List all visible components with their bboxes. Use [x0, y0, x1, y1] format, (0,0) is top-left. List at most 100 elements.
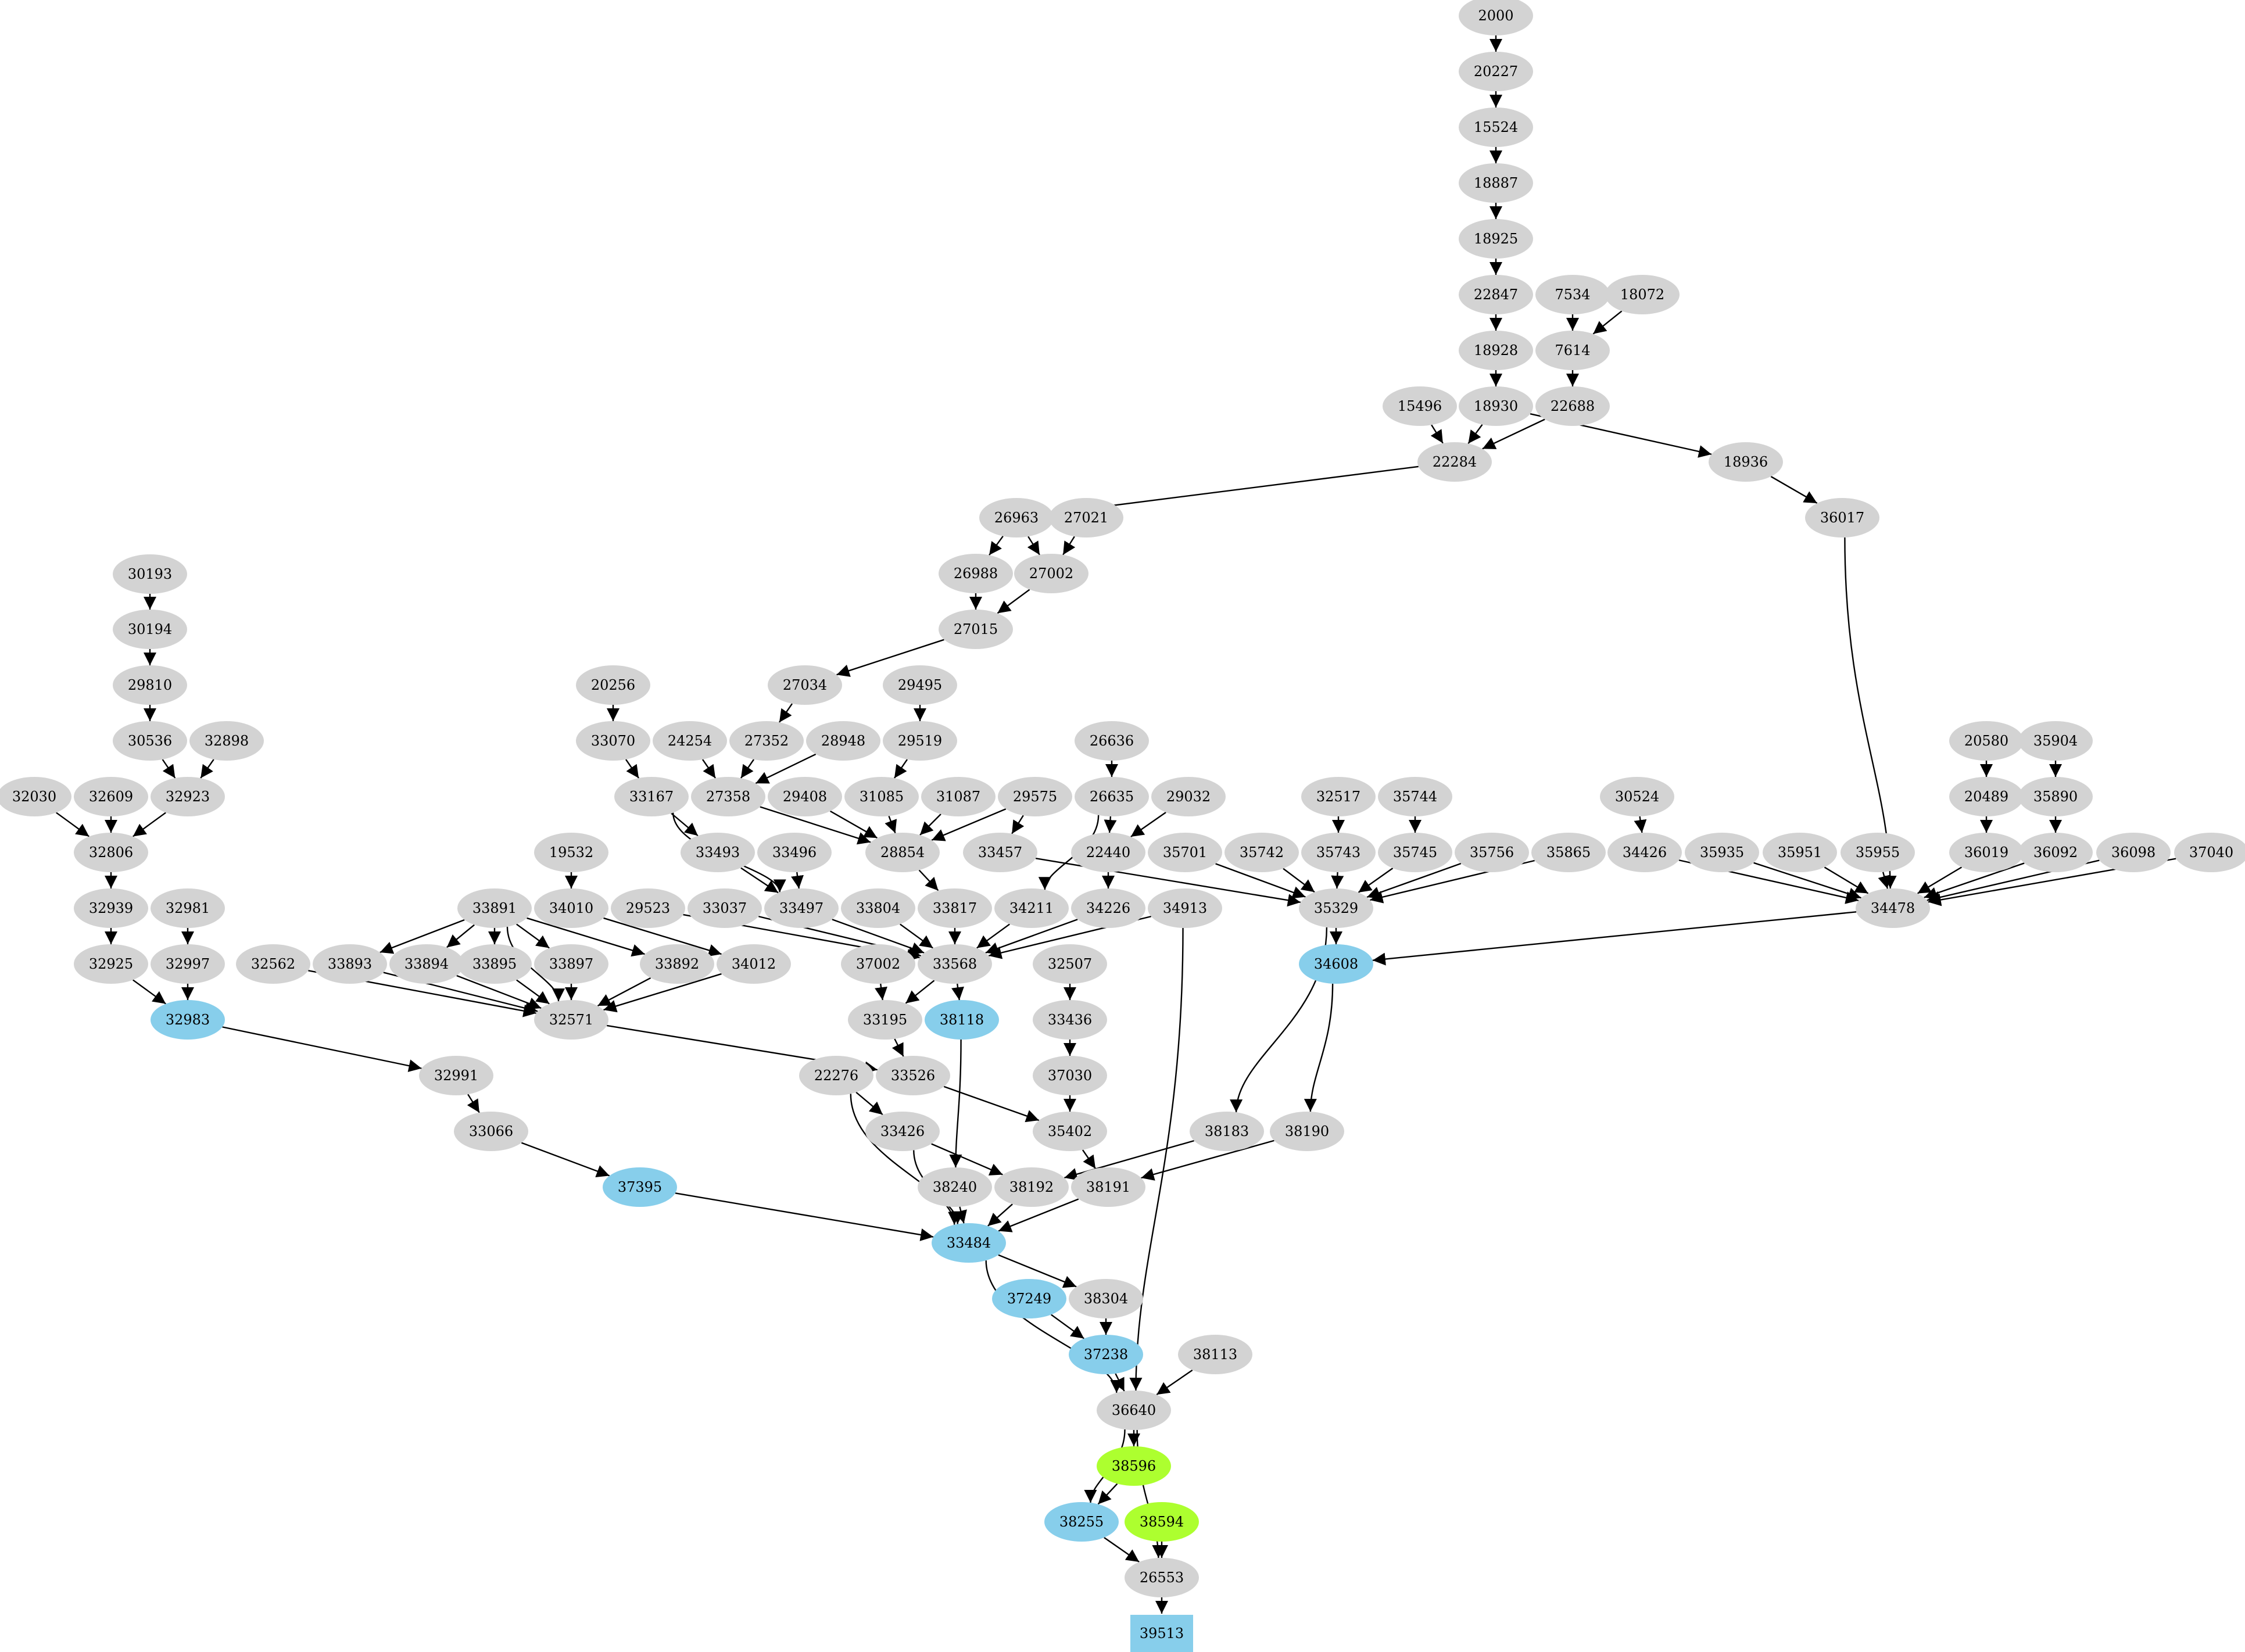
- graph-node-35745[interactable]: 35745: [1378, 833, 1452, 872]
- graph-node-36640[interactable]: 36640: [1097, 1391, 1171, 1430]
- graph-node-29810[interactable]: 29810: [113, 665, 187, 705]
- graph-node-32571[interactable]: 32571: [534, 1000, 608, 1040]
- graph-node-22440[interactable]: 22440: [1071, 833, 1145, 872]
- graph-node-32997[interactable]: 32997: [151, 944, 225, 984]
- graph-node-34478[interactable]: 34478: [1856, 888, 1930, 928]
- graph-node-33817[interactable]: 33817: [918, 888, 992, 928]
- graph-node-33892[interactable]: 33892: [640, 944, 714, 984]
- graph-node-34211[interactable]: 34211: [994, 888, 1069, 928]
- graph-node-26553[interactable]: 26553: [1125, 1558, 1199, 1597]
- graph-node-32923[interactable]: 32923: [151, 777, 225, 816]
- graph-node-31085[interactable]: 31085: [844, 777, 919, 816]
- graph-node-33436[interactable]: 33436: [1033, 1000, 1107, 1040]
- graph-node-18936[interactable]: 18936: [1709, 442, 1783, 482]
- graph-node-33897[interactable]: 33897: [534, 944, 608, 984]
- graph-node-37040[interactable]: 37040: [2174, 833, 2245, 872]
- graph-node-33167[interactable]: 33167: [614, 777, 689, 816]
- graph-node-33457[interactable]: 33457: [963, 833, 1037, 872]
- graph-node-26635[interactable]: 26635: [1075, 777, 1149, 816]
- graph-node-32517[interactable]: 32517: [1301, 777, 1376, 816]
- graph-node-35951[interactable]: 35951: [1763, 833, 1837, 872]
- graph-node-27015[interactable]: 27015: [939, 610, 1013, 649]
- graph-node-33893[interactable]: 33893: [313, 944, 387, 984]
- graph-node-20580[interactable]: 20580: [1949, 721, 2024, 761]
- graph-node-33895[interactable]: 33895: [457, 944, 532, 984]
- graph-node-34012[interactable]: 34012: [717, 944, 791, 984]
- graph-node-32507[interactable]: 32507: [1033, 944, 1107, 984]
- graph-node-30536[interactable]: 30536: [113, 721, 187, 761]
- graph-node-35865[interactable]: 35865: [1531, 833, 1606, 872]
- graph-node-28948[interactable]: 28948: [806, 721, 880, 761]
- graph-node-30524[interactable]: 30524: [1600, 777, 1674, 816]
- graph-node-34226[interactable]: 34226: [1071, 888, 1145, 928]
- graph-node-29519[interactable]: 29519: [883, 721, 957, 761]
- graph-node-38594[interactable]: 38594: [1125, 1502, 1199, 1542]
- graph-node-22847[interactable]: 22847: [1459, 275, 1533, 314]
- graph-node-30193[interactable]: 30193: [113, 554, 187, 594]
- graph-node-29523[interactable]: 29523: [611, 888, 685, 928]
- graph-node-32925[interactable]: 32925: [74, 944, 148, 984]
- graph-node-37002[interactable]: 37002: [841, 944, 915, 984]
- graph-node-26988[interactable]: 26988: [939, 554, 1013, 593]
- graph-node-32562[interactable]: 32562: [236, 944, 310, 984]
- graph-node-32981[interactable]: 32981: [151, 888, 225, 928]
- graph-node-29495[interactable]: 29495: [883, 665, 957, 705]
- graph-node-34608[interactable]: 34608: [1299, 944, 1373, 984]
- graph-node-15496[interactable]: 15496: [1383, 386, 1457, 426]
- graph-node-38190[interactable]: 38190: [1270, 1112, 1344, 1151]
- graph-node-38192[interactable]: 38192: [994, 1167, 1069, 1207]
- graph-node-38113[interactable]: 38113: [1178, 1335, 1252, 1374]
- graph-node-32806[interactable]: 32806: [74, 833, 148, 872]
- graph-node-34426[interactable]: 34426: [1607, 833, 1682, 872]
- graph-node-33804[interactable]: 33804: [841, 888, 915, 928]
- graph-node-29408[interactable]: 29408: [768, 777, 842, 816]
- graph-node-35935[interactable]: 35935: [1685, 833, 1759, 872]
- graph-node-38191[interactable]: 38191: [1071, 1167, 1145, 1207]
- graph-node-33894[interactable]: 33894: [389, 944, 464, 984]
- graph-node-35329[interactable]: 35329: [1299, 888, 1373, 928]
- graph-node-33037[interactable]: 33037: [688, 888, 762, 928]
- graph-node-33891[interactable]: 33891: [457, 888, 532, 928]
- graph-node-33496[interactable]: 33496: [757, 833, 832, 872]
- graph-node-33484[interactable]: 33484: [932, 1223, 1006, 1263]
- graph-node-33497[interactable]: 33497: [764, 888, 839, 928]
- graph-node-32991[interactable]: 32991: [419, 1056, 493, 1095]
- graph-node-27021[interactable]: 27021: [1049, 498, 1123, 537]
- graph-node-37395[interactable]: 37395: [603, 1167, 677, 1207]
- graph-node-39513[interactable]: 39513: [1130, 1615, 1193, 1652]
- graph-node-22284[interactable]: 22284: [1417, 442, 1492, 482]
- graph-node-20227[interactable]: 20227: [1459, 52, 1533, 91]
- graph-node-20489[interactable]: 20489: [1949, 777, 2024, 816]
- graph-node-31087[interactable]: 31087: [921, 777, 996, 816]
- graph-node-18930[interactable]: 18930: [1459, 386, 1533, 426]
- graph-node-18887[interactable]: 18887: [1459, 163, 1533, 203]
- graph-node-33195[interactable]: 33195: [848, 1000, 922, 1040]
- graph-node-38240[interactable]: 38240: [918, 1167, 992, 1207]
- graph-node-18928[interactable]: 18928: [1459, 331, 1533, 370]
- graph-node-26963[interactable]: 26963: [979, 498, 1054, 537]
- graph-node-18072[interactable]: 18072: [1605, 275, 1680, 314]
- graph-node-33426[interactable]: 33426: [865, 1112, 940, 1151]
- graph-node-36098[interactable]: 36098: [2096, 833, 2171, 872]
- graph-node-38304[interactable]: 38304: [1069, 1279, 1143, 1318]
- graph-node-27358[interactable]: 27358: [691, 777, 765, 816]
- graph-node-7614[interactable]: 7614: [1535, 331, 1610, 370]
- graph-node-18925[interactable]: 18925: [1459, 219, 1533, 259]
- graph-node-35955[interactable]: 35955: [1841, 833, 1915, 872]
- graph-node-33526[interactable]: 33526: [876, 1056, 950, 1095]
- graph-node-38255[interactable]: 38255: [1044, 1502, 1119, 1542]
- graph-node-34010[interactable]: 34010: [534, 888, 608, 928]
- graph-node-27002[interactable]: 27002: [1014, 554, 1089, 593]
- graph-node-24254[interactable]: 24254: [653, 721, 727, 761]
- graph-node-32939[interactable]: 32939: [74, 888, 148, 928]
- graph-node-34913[interactable]: 34913: [1148, 888, 1222, 928]
- graph-node-19532[interactable]: 19532: [534, 833, 608, 872]
- graph-node-22276[interactable]: 22276: [799, 1056, 873, 1095]
- graph-node-37249[interactable]: 37249: [992, 1279, 1066, 1318]
- graph-node-28854[interactable]: 28854: [865, 833, 940, 872]
- graph-node-36092[interactable]: 36092: [2018, 833, 2093, 872]
- graph-node-35756[interactable]: 35756: [1455, 833, 1529, 872]
- graph-node-27034[interactable]: 27034: [768, 665, 842, 705]
- graph-node-35701[interactable]: 35701: [1148, 833, 1222, 872]
- graph-node-32898[interactable]: 32898: [189, 721, 264, 761]
